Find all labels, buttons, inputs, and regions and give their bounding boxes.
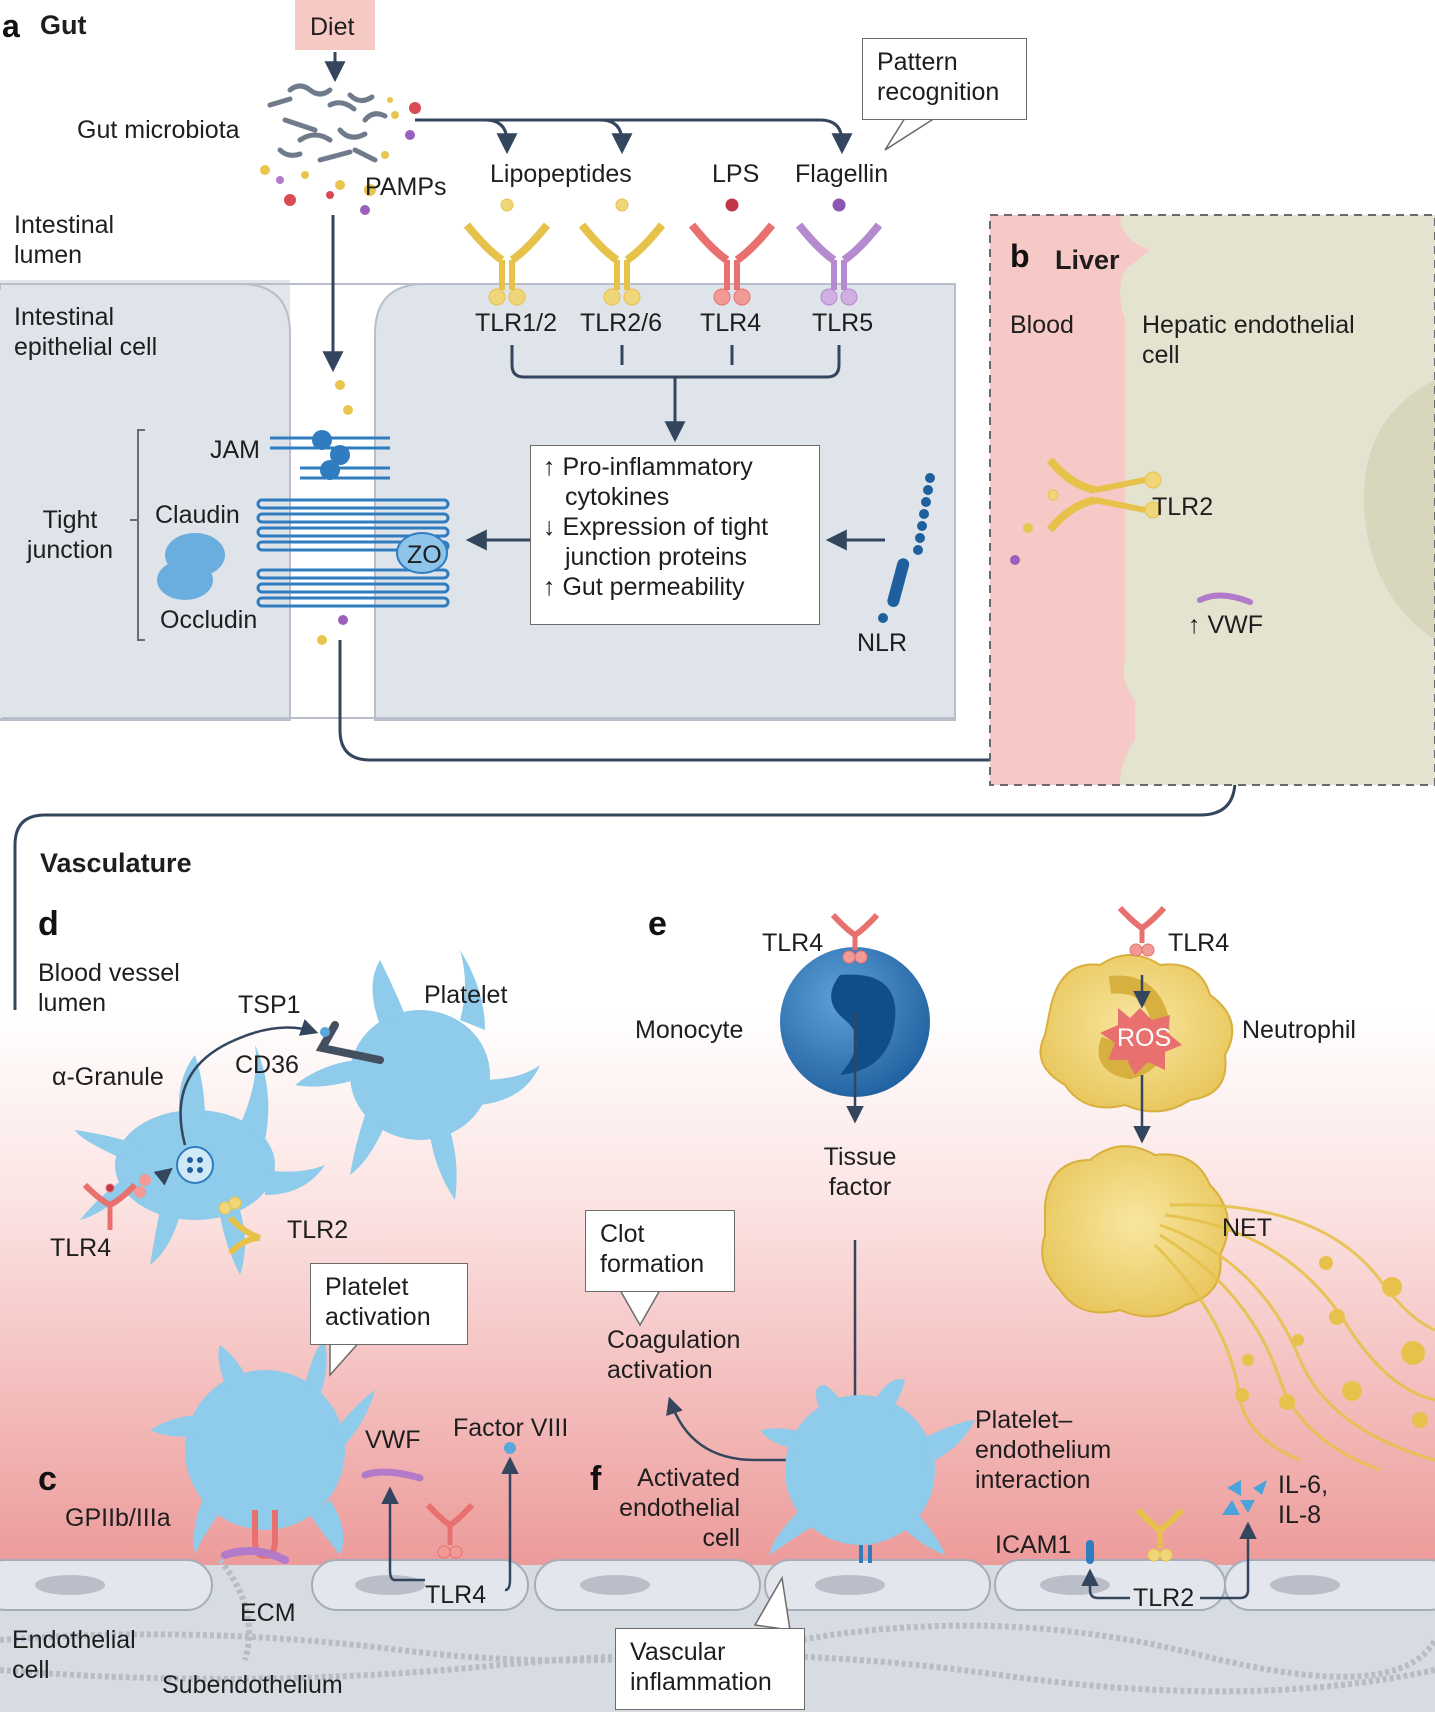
tlr26-label: TLR2/6: [580, 309, 662, 337]
ecm-label: ECM: [240, 1599, 296, 1627]
interacting-platelet: [760, 1379, 975, 1555]
panel-a-letter: a: [2, 8, 20, 44]
tight-junction-label: Tight junction: [26, 506, 114, 564]
tissue-factor-label: Tissue factor: [823, 1143, 897, 1201]
nlr-icon: [878, 473, 935, 623]
intestinal-lumen-label: Intestinal lumen: [14, 211, 115, 269]
panel-d-letter: d: [38, 905, 59, 943]
diet-box: [295, 0, 375, 50]
tlr4-platelet-label: TLR4: [50, 1234, 112, 1262]
cd36-label: CD36: [235, 1051, 299, 1079]
flagellin-label: Flagellin: [795, 160, 889, 188]
platelet-activation-text: Platelet activation: [325, 1273, 431, 1331]
vascular-inflammation-callout: Vascular inflammation: [615, 1628, 805, 1710]
neutrophil-label: Neutrophil: [1242, 1016, 1356, 1044]
platelet-label: Platelet: [424, 981, 508, 1009]
panel-b-title: Liver: [1055, 245, 1120, 275]
effect-line-4: junction proteins: [565, 543, 748, 571]
vasculature-title: Vasculature: [40, 848, 192, 878]
platelet-activation-callout: Platelet activation: [310, 1263, 468, 1345]
subendothelium-label: Subendothelium: [162, 1671, 343, 1699]
lps-label: LPS: [712, 160, 760, 188]
pattern-recognition-callout: Pattern recognition: [862, 38, 1027, 120]
gut-microbiota-label: Gut microbiota: [77, 116, 240, 144]
zo-label: ZO: [407, 541, 442, 569]
ros-label: ROS: [1117, 1024, 1172, 1052]
tlr2-endothelial-label: TLR2: [1133, 1584, 1195, 1612]
blood-label: Blood: [1010, 311, 1074, 339]
claudin-label: Claudin: [155, 501, 240, 529]
coagulation-activation-label: Coagulation activation: [607, 1326, 741, 1384]
platelet-large: [295, 950, 540, 1200]
hepatic-endothelial-cell-label: Hepatic endothelial cell: [1142, 311, 1355, 369]
tlr4-monocyte-label: TLR4: [762, 929, 824, 957]
microbiota-cluster: [267, 83, 388, 163]
il-label: IL-6, IL-8: [1278, 1471, 1329, 1529]
endothelial-cell-label: Endothelial cell: [12, 1626, 136, 1684]
tlr4-neutrophil-label: TLR4: [1168, 929, 1230, 957]
net-cell: [1041, 1145, 1435, 1472]
tlr2-platelet-label: TLR2: [287, 1216, 349, 1244]
monocyte-label: Monocyte: [635, 1016, 744, 1044]
vwf-vessel-label: VWF: [365, 1426, 421, 1454]
monocyte-cell: [780, 912, 930, 1124]
blood-vessel-lumen-label: Blood vessel lumen: [38, 959, 180, 1017]
clot-formation-text: Clot formation: [600, 1220, 705, 1278]
diet-label: Diet: [310, 13, 355, 41]
panel-b-letter: b: [1010, 238, 1030, 274]
pamps-label: PAMPs: [365, 173, 447, 201]
neutrophil-cell: [1039, 905, 1234, 1144]
icam1-label: ICAM1: [995, 1531, 1072, 1559]
panel-e-letter: e: [648, 905, 667, 943]
nlr-label: NLR: [857, 629, 908, 657]
net-label: NET: [1222, 1214, 1272, 1242]
occludin-label: Occludin: [160, 606, 258, 634]
effect-line-2: cytokines: [565, 483, 670, 511]
alpha-granule-label: α-Granule: [52, 1063, 164, 1091]
pamp-dots: [260, 97, 421, 215]
effect-line-3: ↓ Expression of tight: [543, 513, 769, 541]
platelet-endothelium-interaction-label: Platelet–endothelium interaction: [975, 1406, 1112, 1494]
effects-box: ↑ Pro-inflammatory cytokines ↓ Expressio…: [530, 445, 820, 625]
liver-panel: [989, 214, 1435, 786]
vascular-inflammation-text: Vascular inflammation: [630, 1638, 772, 1696]
factor-viii-label: Factor VIII: [453, 1414, 569, 1442]
tlr-receptors-gut: [463, 198, 883, 306]
vwf-liver-label: ↑ VWF: [1188, 611, 1263, 639]
lipopeptides-label: Lipopeptides: [490, 160, 632, 188]
panel-f-letter: f: [590, 1460, 602, 1498]
intestinal-epithelial-cell-label: Intestinal epithelial cell: [14, 303, 158, 361]
adherent-platelet: [150, 1340, 375, 1555]
tlr5-label: TLR5: [812, 309, 874, 337]
clot-formation-callout: Clot formation: [585, 1210, 735, 1292]
tlr4-endothelial-label: TLR4: [425, 1581, 487, 1609]
activated-endothelial-cell-label: Activated endothelial cell: [619, 1464, 740, 1552]
panel-c-letter: c: [38, 1460, 57, 1498]
tlr2-liver-label: TLR2: [1152, 493, 1214, 521]
jam-label: JAM: [210, 436, 260, 464]
gpiib-label: GPIIb/IIIa: [65, 1504, 171, 1532]
effect-line-1: ↑ Pro-inflammatory: [543, 453, 753, 481]
tsp1-label: TSP1: [238, 991, 301, 1019]
alpha-granule: [176, 1146, 214, 1184]
panel-a-title: Gut: [40, 10, 87, 40]
effect-line-5: ↑ Gut permeability: [543, 573, 745, 601]
tlr4-gut-label: TLR4: [700, 309, 762, 337]
pattern-recognition-text: Pattern recognition: [877, 48, 1000, 106]
tlr12-label: TLR1/2: [475, 309, 557, 337]
